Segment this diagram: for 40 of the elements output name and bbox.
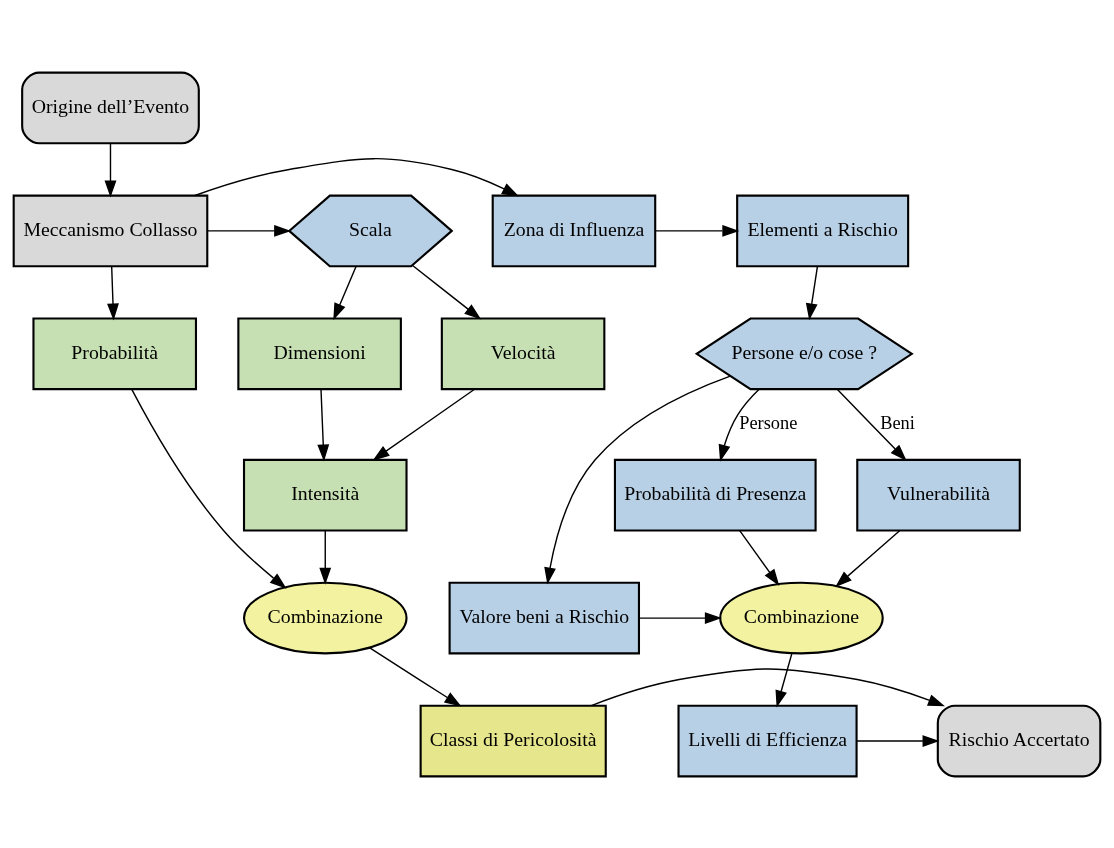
node-box: Rischio Accertato — [936, 704, 1102, 777]
arrow — [107, 265, 119, 320]
arrow — [739, 529, 780, 586]
arrow — [131, 388, 287, 589]
arrow — [836, 388, 907, 461]
node-box: Zona di Influenza — [491, 194, 657, 267]
node-box: Velocità — [440, 316, 606, 390]
arrow — [805, 265, 819, 320]
arrow — [835, 529, 901, 587]
node-box: Classi di Pericolosità — [419, 704, 607, 777]
node-box: Probabilità — [32, 316, 198, 390]
arrow — [411, 264, 482, 319]
node-box: Meccanismo Collasso — [12, 194, 209, 267]
node-box: Valore beni a Rischio — [448, 581, 640, 654]
node-box: Dimensioni — [237, 316, 402, 390]
arrow — [369, 646, 462, 706]
node-ellipse: Combinazione — [242, 581, 408, 654]
node-box: Vulnerabilità — [856, 458, 1021, 532]
arrow — [775, 652, 793, 707]
arrow — [654, 224, 740, 237]
edge-label: Persone — [739, 412, 798, 433]
arrow — [856, 734, 940, 747]
node-box: Livelli di Efficienza — [677, 704, 858, 777]
arrow — [372, 388, 475, 461]
edge-label: Beni — [880, 412, 915, 433]
node-box: Probabilità di Presenza — [613, 458, 817, 532]
arrow — [638, 611, 722, 624]
node-box: Origine dell’Evento — [21, 71, 200, 144]
arrow — [317, 388, 330, 462]
arrow — [590, 667, 945, 706]
node-box: Intensità — [242, 458, 408, 532]
arrow — [104, 142, 117, 197]
arrow — [206, 224, 292, 237]
arrow — [718, 388, 760, 462]
arrow — [544, 374, 731, 584]
arrow — [194, 157, 519, 196]
arrow — [319, 529, 332, 585]
node-box: Elementi a Rischio — [736, 194, 910, 267]
arrow — [333, 265, 357, 320]
node-ellipse: Combinazione — [719, 581, 884, 654]
